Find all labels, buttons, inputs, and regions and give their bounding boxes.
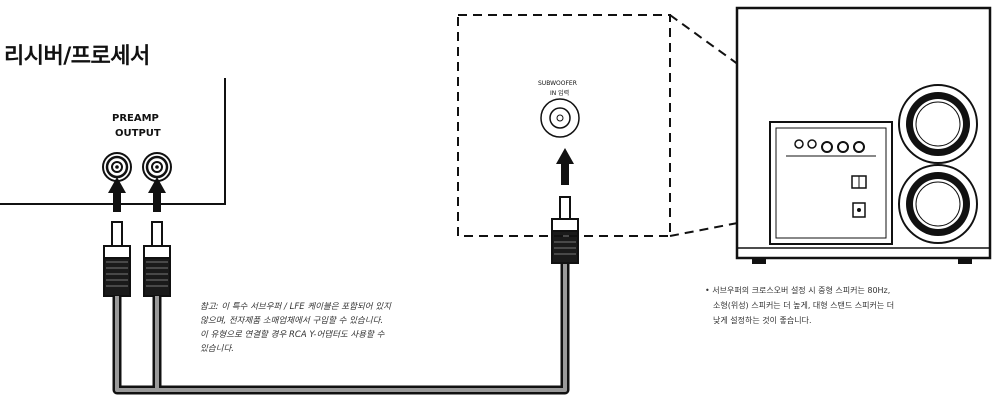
crossover-note: • 서브우퍼의 크로스오버 설정 시 중형 스피커는 80Hz, 소형(위성) …	[705, 283, 894, 328]
preamp-jack-right	[142, 152, 172, 182]
woofer-upper	[898, 84, 978, 164]
arrow-up-icon	[148, 177, 166, 212]
subwoofer-input-label-line2: IN 입력	[550, 90, 570, 97]
crossover-note-line: 소형(위성) 스피커는 더 높게, 대형 스탠드 스피커는 더	[713, 301, 895, 310]
y-cable	[112, 262, 570, 395]
cable-note-line: 참고: 이 특수 서브우퍼 / LFE 케이블은 포함되어 있지	[200, 302, 391, 312]
arrow-up-icon	[556, 148, 574, 185]
arrow-up-icon	[108, 177, 126, 212]
cable-note-line: 이 유형으로 연결할 경우 RCA Y-어댑터도 사용할 수	[200, 330, 385, 340]
crossover-note-line: • 서브우퍼의 크로스오버 설정 시 중형 스피커는 80Hz,	[705, 286, 891, 295]
receiver-panel-outline	[0, 78, 226, 205]
rca-plug-subwoofer	[551, 196, 579, 264]
subwoofer-input-jack	[540, 98, 580, 138]
receiver-title: 리시버/프로세서	[4, 44, 150, 69]
preamp-output-label-line1: PREAMP	[112, 113, 159, 124]
crossover-note-line: 낮게 설정하는 것이 좋습니다.	[713, 316, 812, 325]
cable-note: 참고: 이 특수 서브우퍼 / LFE 케이블은 포함되어 있지 않으며, 전자…	[200, 300, 520, 356]
preamp-jack-left	[102, 152, 132, 182]
cable-note-line: 있습니다.	[200, 344, 234, 354]
preamp-output-jacks	[102, 152, 172, 182]
subwoofer-control-panel	[769, 121, 893, 245]
rca-plug-left	[103, 221, 131, 297]
cable-note-line: 않으며, 전자제품 소매업체에서 구입할 수 있습니다.	[200, 316, 384, 326]
rca-plug-right	[143, 221, 171, 297]
preamp-output-label-line2: OUTPUT	[115, 128, 161, 139]
subwoofer-input-label-line1: SUBWOOFER	[538, 80, 577, 87]
woofer-lower	[898, 164, 978, 244]
